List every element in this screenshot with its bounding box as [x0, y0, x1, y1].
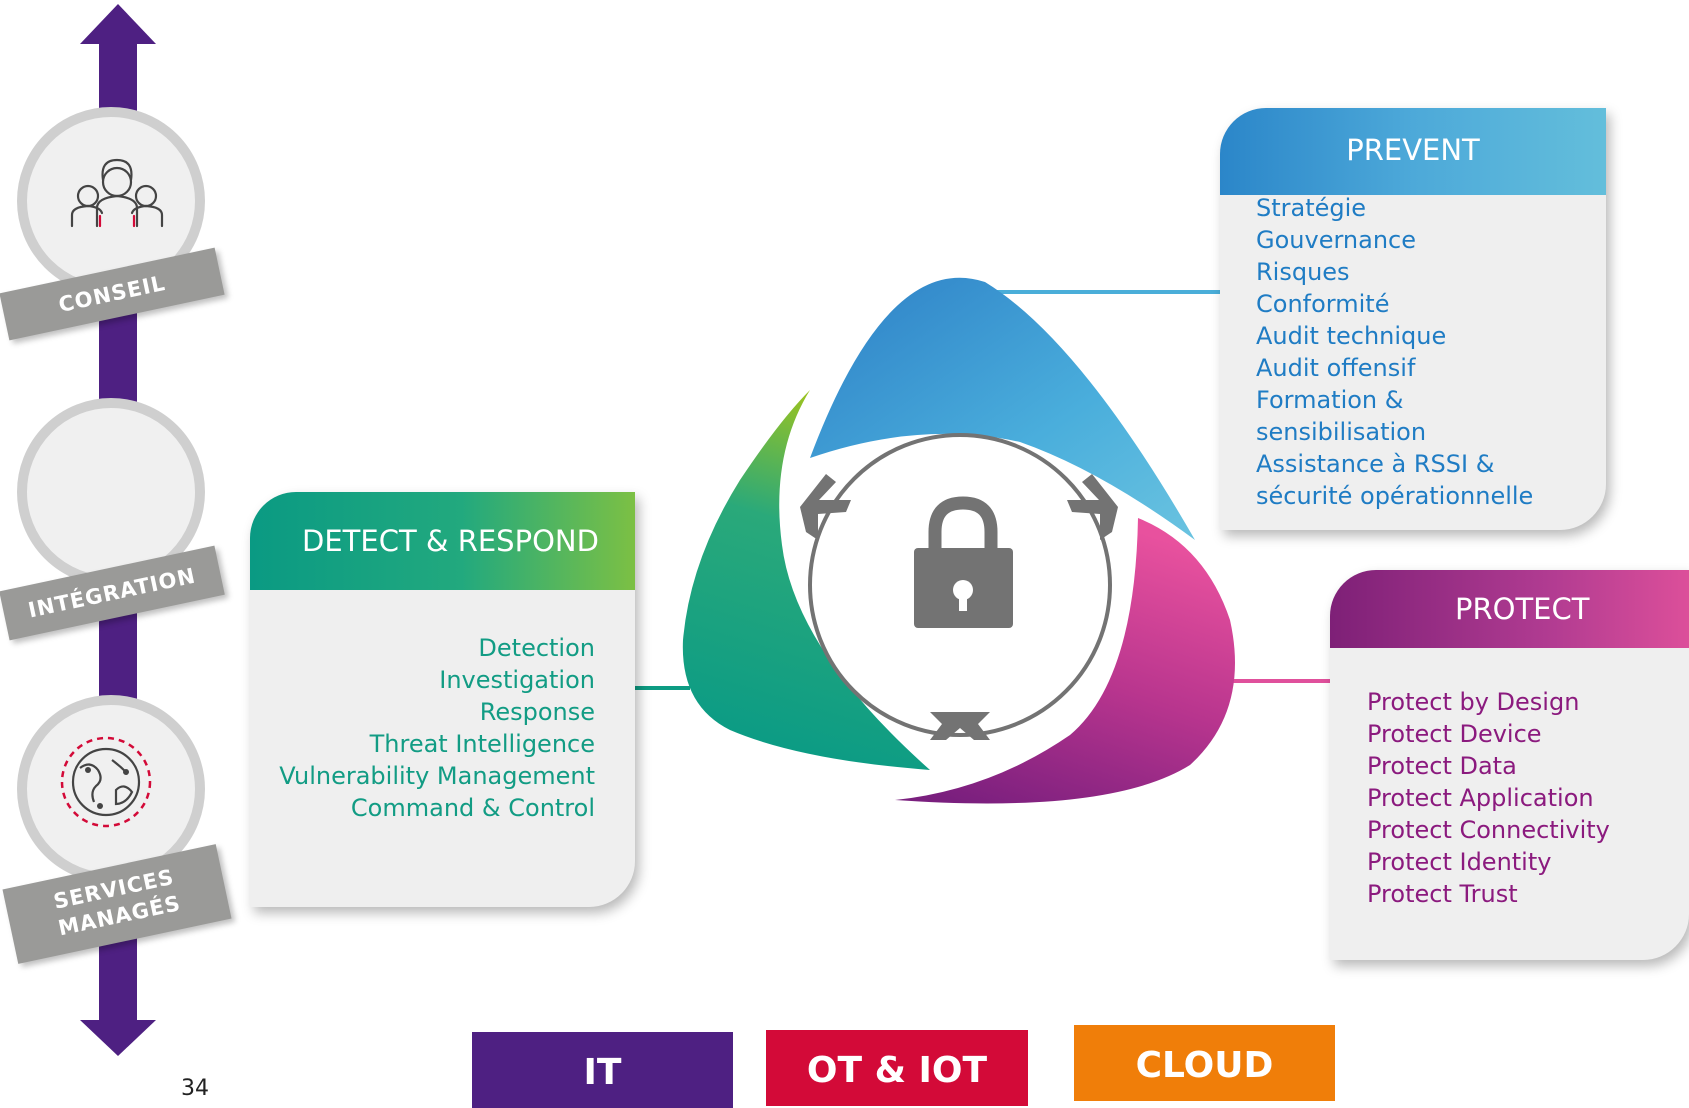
padlock-icon [914, 496, 1013, 628]
list-item: Protect Application [1367, 784, 1594, 812]
protect-list: Protect by Design Protect Device Protect… [1367, 686, 1610, 910]
list-item: Gouvernance [1256, 226, 1416, 254]
list-item: sensibilisation [1256, 418, 1427, 446]
list-item: Protect Data [1367, 752, 1517, 780]
env-cloud-label: CLOUD [1135, 1045, 1274, 1086]
list-item: Conformité [1256, 290, 1390, 318]
env-badge-ot-iot: OT & IOT [766, 1030, 1028, 1106]
list-item: Detection [478, 634, 595, 662]
axis-arrow-up-icon [80, 4, 156, 44]
inward-arrow-icon [1067, 474, 1118, 540]
list-item: Audit technique [1256, 322, 1447, 350]
list-item: Stratégie [1256, 194, 1367, 222]
protect-card: PROTECT Protect by Design Protect Device… [1330, 570, 1689, 960]
list-item: Command & Control [350, 794, 595, 822]
list-item: Investigation [439, 666, 595, 694]
inward-arrow-icon [930, 712, 990, 740]
detect-card-header: DETECT & RESPOND [250, 492, 635, 590]
axis-arrow-down-icon [80, 1020, 156, 1056]
people-group-icon [70, 158, 164, 228]
env-badge-it: IT [472, 1032, 733, 1108]
env-badge-cloud: CLOUD [1074, 1025, 1335, 1101]
prevent-card-header: PREVENT [1220, 108, 1606, 195]
list-item: Risques [1256, 258, 1350, 286]
protect-card-header: PROTECT [1330, 570, 1689, 648]
env-it-label: IT [583, 1052, 622, 1093]
detect-segment [682, 390, 930, 770]
list-item: Protect Trust [1367, 880, 1518, 908]
detect-card-title: DETECT & RESPOND [302, 524, 599, 558]
protect-segment [895, 518, 1235, 804]
list-item: Audit offensif [1256, 354, 1416, 382]
prevent-segment [810, 277, 1195, 540]
axis-circle-services [17, 695, 205, 883]
list-item: Protect by Design [1367, 688, 1580, 716]
list-item: sécurité opérationnelle [1256, 482, 1534, 510]
page-number: 34 [181, 1076, 209, 1101]
list-item: Response [479, 698, 595, 726]
inward-arrow-icon [800, 474, 851, 540]
list-item: Formation & [1256, 386, 1404, 414]
list-item: Vulnerability Management [279, 762, 595, 790]
prevent-list: Stratégie Gouvernance Risques Conformité… [1256, 192, 1533, 512]
env-ot-label: OT & IOT [806, 1050, 988, 1091]
detect-list: Detection Investigation Response Threat … [279, 632, 595, 824]
list-item: Threat Intelligence [369, 730, 595, 758]
list-item: Protect Identity [1367, 848, 1552, 876]
globe-network-icon [60, 736, 152, 828]
list-item: Assistance à RSSI & [1256, 450, 1495, 478]
detect-respond-card: DETECT & RESPOND Detection Investigation… [250, 492, 635, 907]
prevent-card-title: PREVENT [1346, 133, 1480, 167]
list-item: Protect Connectivity [1367, 816, 1610, 844]
protect-card-title: PROTECT [1455, 592, 1590, 626]
prevent-card: PREVENT Stratégie Gouvernance Risques Co… [1220, 108, 1606, 530]
list-item: Protect Device [1367, 720, 1542, 748]
